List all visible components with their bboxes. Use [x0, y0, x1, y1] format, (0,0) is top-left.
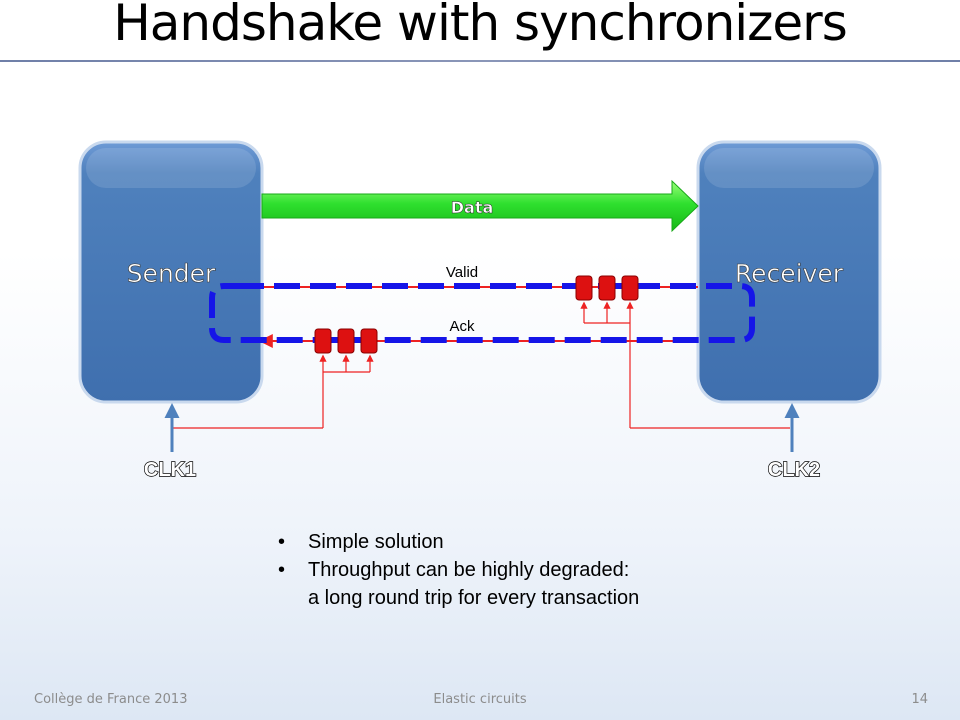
bullet-text: a long round trip for every transaction	[308, 587, 640, 609]
round-trip-loop	[209, 283, 755, 343]
bullet-throughput: Throughput can be highly degraded: a lon…	[278, 556, 639, 612]
bullet-simple-solution: Simple solution	[278, 528, 639, 556]
valid-synchronizer	[575, 275, 790, 429]
footer-left: Collège de France 2013	[34, 692, 188, 707]
bullet-list: Simple solution Throughput can be highly…	[278, 528, 639, 612]
data-label: Data	[451, 198, 494, 217]
receiver-block	[696, 140, 882, 404]
bullet-text: Throughput can be highly degraded:	[308, 559, 630, 581]
ack-flipflop-1	[314, 328, 332, 354]
slide-title: Handshake with synchronizers	[113, 0, 848, 52]
ack-flipflop-3	[360, 328, 378, 354]
title-divider	[0, 60, 960, 62]
bullet-text: Simple solution	[308, 531, 444, 553]
page-number: 14	[911, 692, 928, 707]
receiver-label: Receiver	[735, 259, 844, 288]
footer-center: Elastic circuits	[433, 692, 527, 707]
data-arrow	[261, 179, 699, 233]
valid-flipflop-3	[621, 275, 639, 301]
valid-flipflop-2	[598, 275, 616, 301]
clk1-label: CLK1	[144, 459, 196, 481]
clk2-label: CLK2	[768, 459, 820, 481]
valid-label: Valid	[446, 264, 478, 281]
sender-label: Sender	[127, 259, 216, 288]
ack-flipflop-2	[337, 328, 355, 354]
ack-synchronizer	[172, 328, 378, 429]
ack-label: Ack	[449, 318, 475, 335]
valid-flipflop-1	[575, 275, 593, 301]
